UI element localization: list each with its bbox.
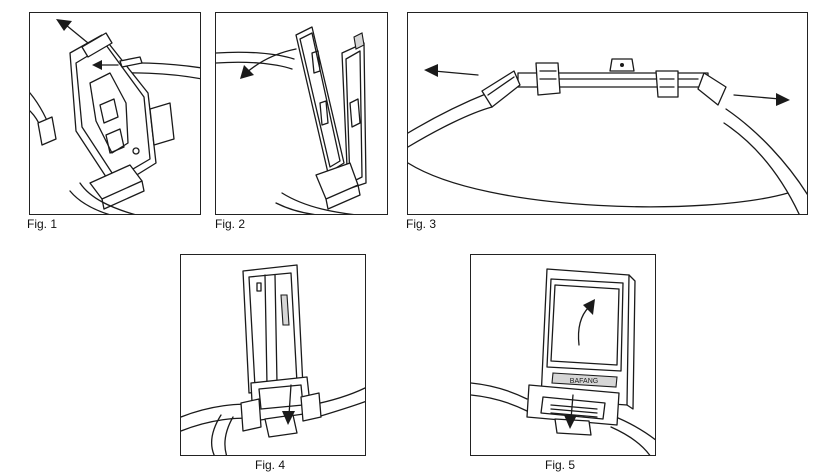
figure-5-panel: BAFANG: [470, 254, 656, 456]
figure-5-caption: Fig. 5: [545, 458, 576, 472]
figure-2-panel: [215, 12, 388, 215]
figure-4-panel: [180, 254, 366, 456]
figure-1-caption: Fig. 1: [27, 217, 58, 231]
figure-2-caption: Fig. 2: [215, 217, 246, 231]
figure-5-illustration: BAFANG: [471, 268, 655, 455]
figure-4-illustration: [181, 264, 365, 455]
display-brand-label: BAFANG: [570, 378, 598, 385]
figure-1-illustration: [30, 19, 200, 214]
figure-4-caption: Fig. 4: [255, 458, 286, 472]
figure-2-illustration: [216, 26, 367, 214]
figure-1-panel: [29, 12, 201, 215]
figure-3-illustration: [408, 58, 807, 214]
figure-3-caption: Fig. 3: [406, 217, 437, 231]
figure-3-panel: [407, 12, 808, 215]
